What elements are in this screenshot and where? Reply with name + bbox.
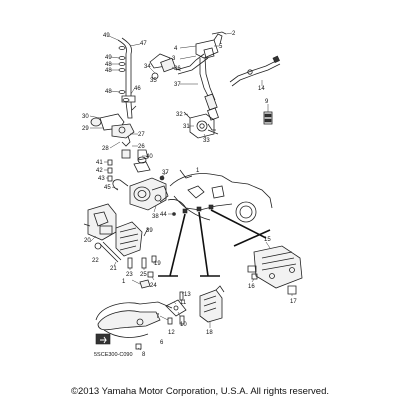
callout-34: 34 xyxy=(144,64,151,70)
callout-19: 19 xyxy=(154,261,161,267)
callout-47: 47 xyxy=(140,41,147,47)
callout-45: 45 xyxy=(104,185,111,191)
exhaust-pipe-1 xyxy=(95,279,173,338)
valve-assembly-27 xyxy=(90,105,137,147)
callout-22: 22 xyxy=(92,258,99,264)
callout-31: 31 xyxy=(183,124,190,130)
callout-1: 1 xyxy=(122,279,126,285)
bolt-group-41-43 xyxy=(104,159,113,182)
callout-labels: 49 47 49 48 48 48 46 4 3 5 2 34 35 36 37… xyxy=(82,31,297,358)
hose-assembly-47 xyxy=(117,37,136,119)
plug-part-2 xyxy=(211,31,233,35)
cable-14 xyxy=(229,55,281,87)
callout-9: 9 xyxy=(265,99,269,105)
callout-39: 39 xyxy=(146,228,153,234)
callout-11: 11 xyxy=(180,300,187,306)
sensor-marks-center xyxy=(168,204,214,216)
callout-35: 35 xyxy=(150,78,157,84)
callout-46: 46 xyxy=(134,86,141,92)
pointer-lines xyxy=(158,209,271,277)
callout-13: 13 xyxy=(184,292,191,298)
ignition-coil-20 xyxy=(83,203,117,241)
callout-4: 4 xyxy=(174,46,178,52)
callout-42: 42 xyxy=(96,168,103,174)
callout-44: 44 xyxy=(160,212,167,218)
leader-lines-top-left xyxy=(108,35,141,95)
callout-25: 25 xyxy=(140,272,147,278)
callout-28: 28 xyxy=(102,146,109,152)
callout-40: 40 xyxy=(146,154,153,160)
ecu-18 xyxy=(199,285,225,328)
clip-8 xyxy=(135,343,142,351)
bolt-13 xyxy=(179,291,185,301)
callout-8: 8 xyxy=(142,352,146,358)
callout-48: 48 xyxy=(105,89,112,95)
callout-49: 49 xyxy=(103,33,110,39)
sensor-33-bracket xyxy=(183,111,219,139)
cylinder-part-19 xyxy=(115,221,149,257)
callout-26: 26 xyxy=(138,144,145,150)
leader-lines-throttle xyxy=(111,171,169,213)
callout-1: 1 xyxy=(196,168,200,174)
copyright-footer: ©2013 Yamaha Motor Corporation, U.S.A. A… xyxy=(71,386,329,397)
callout-17: 17 xyxy=(290,299,297,305)
pipe-parts-21-25 xyxy=(89,235,157,281)
callout-3: 3 xyxy=(172,56,176,62)
small-parts-26-40 xyxy=(121,149,151,173)
callout-20: 20 xyxy=(84,238,91,244)
fuse-holder-9 xyxy=(263,104,273,125)
diagram-code: 5SCE300-C090 xyxy=(94,352,133,358)
callout-27: 27 xyxy=(138,132,145,138)
callout-48: 48 xyxy=(105,62,112,68)
callout-33: 33 xyxy=(203,138,210,144)
callout-30: 30 xyxy=(82,114,89,120)
callout-32: 32 xyxy=(176,112,183,118)
callout-18: 18 xyxy=(206,330,213,336)
clamp-group xyxy=(118,46,130,102)
sensor-36-assembly xyxy=(149,53,209,80)
leader-lines-left-mid xyxy=(89,115,146,157)
callout-10: 10 xyxy=(180,322,187,328)
callout-38: 38 xyxy=(152,214,159,220)
callout-7: 7 xyxy=(156,314,160,320)
callout-37: 37 xyxy=(162,170,169,176)
arrow-symbol xyxy=(95,333,111,345)
callout-12: 12 xyxy=(168,330,175,336)
callout-36: 36 xyxy=(174,66,181,72)
callout-37: 37 xyxy=(174,82,181,88)
callout-21: 21 xyxy=(110,266,117,272)
callout-15: 15 xyxy=(264,237,271,243)
callout-5: 5 xyxy=(219,44,223,50)
bolt-16-17 xyxy=(251,273,297,296)
throttle-body-38 xyxy=(112,175,169,211)
callout-49: 49 xyxy=(105,55,112,61)
callout-14: 14 xyxy=(258,86,265,92)
leader-lines-top-center xyxy=(171,45,219,85)
wire-connector-37 xyxy=(204,93,219,131)
callout-48: 48 xyxy=(105,68,112,74)
bracket-12 xyxy=(159,299,187,325)
callout-23: 23 xyxy=(126,272,133,278)
callout-16: 16 xyxy=(248,284,255,290)
regulator-15 xyxy=(247,241,303,289)
callout-43: 43 xyxy=(98,176,105,182)
callout-2: 2 xyxy=(232,31,236,37)
callout-41: 41 xyxy=(96,160,103,166)
callout-6: 6 xyxy=(160,340,164,346)
callout-29: 29 xyxy=(82,126,89,132)
callout-24: 24 xyxy=(150,283,157,289)
